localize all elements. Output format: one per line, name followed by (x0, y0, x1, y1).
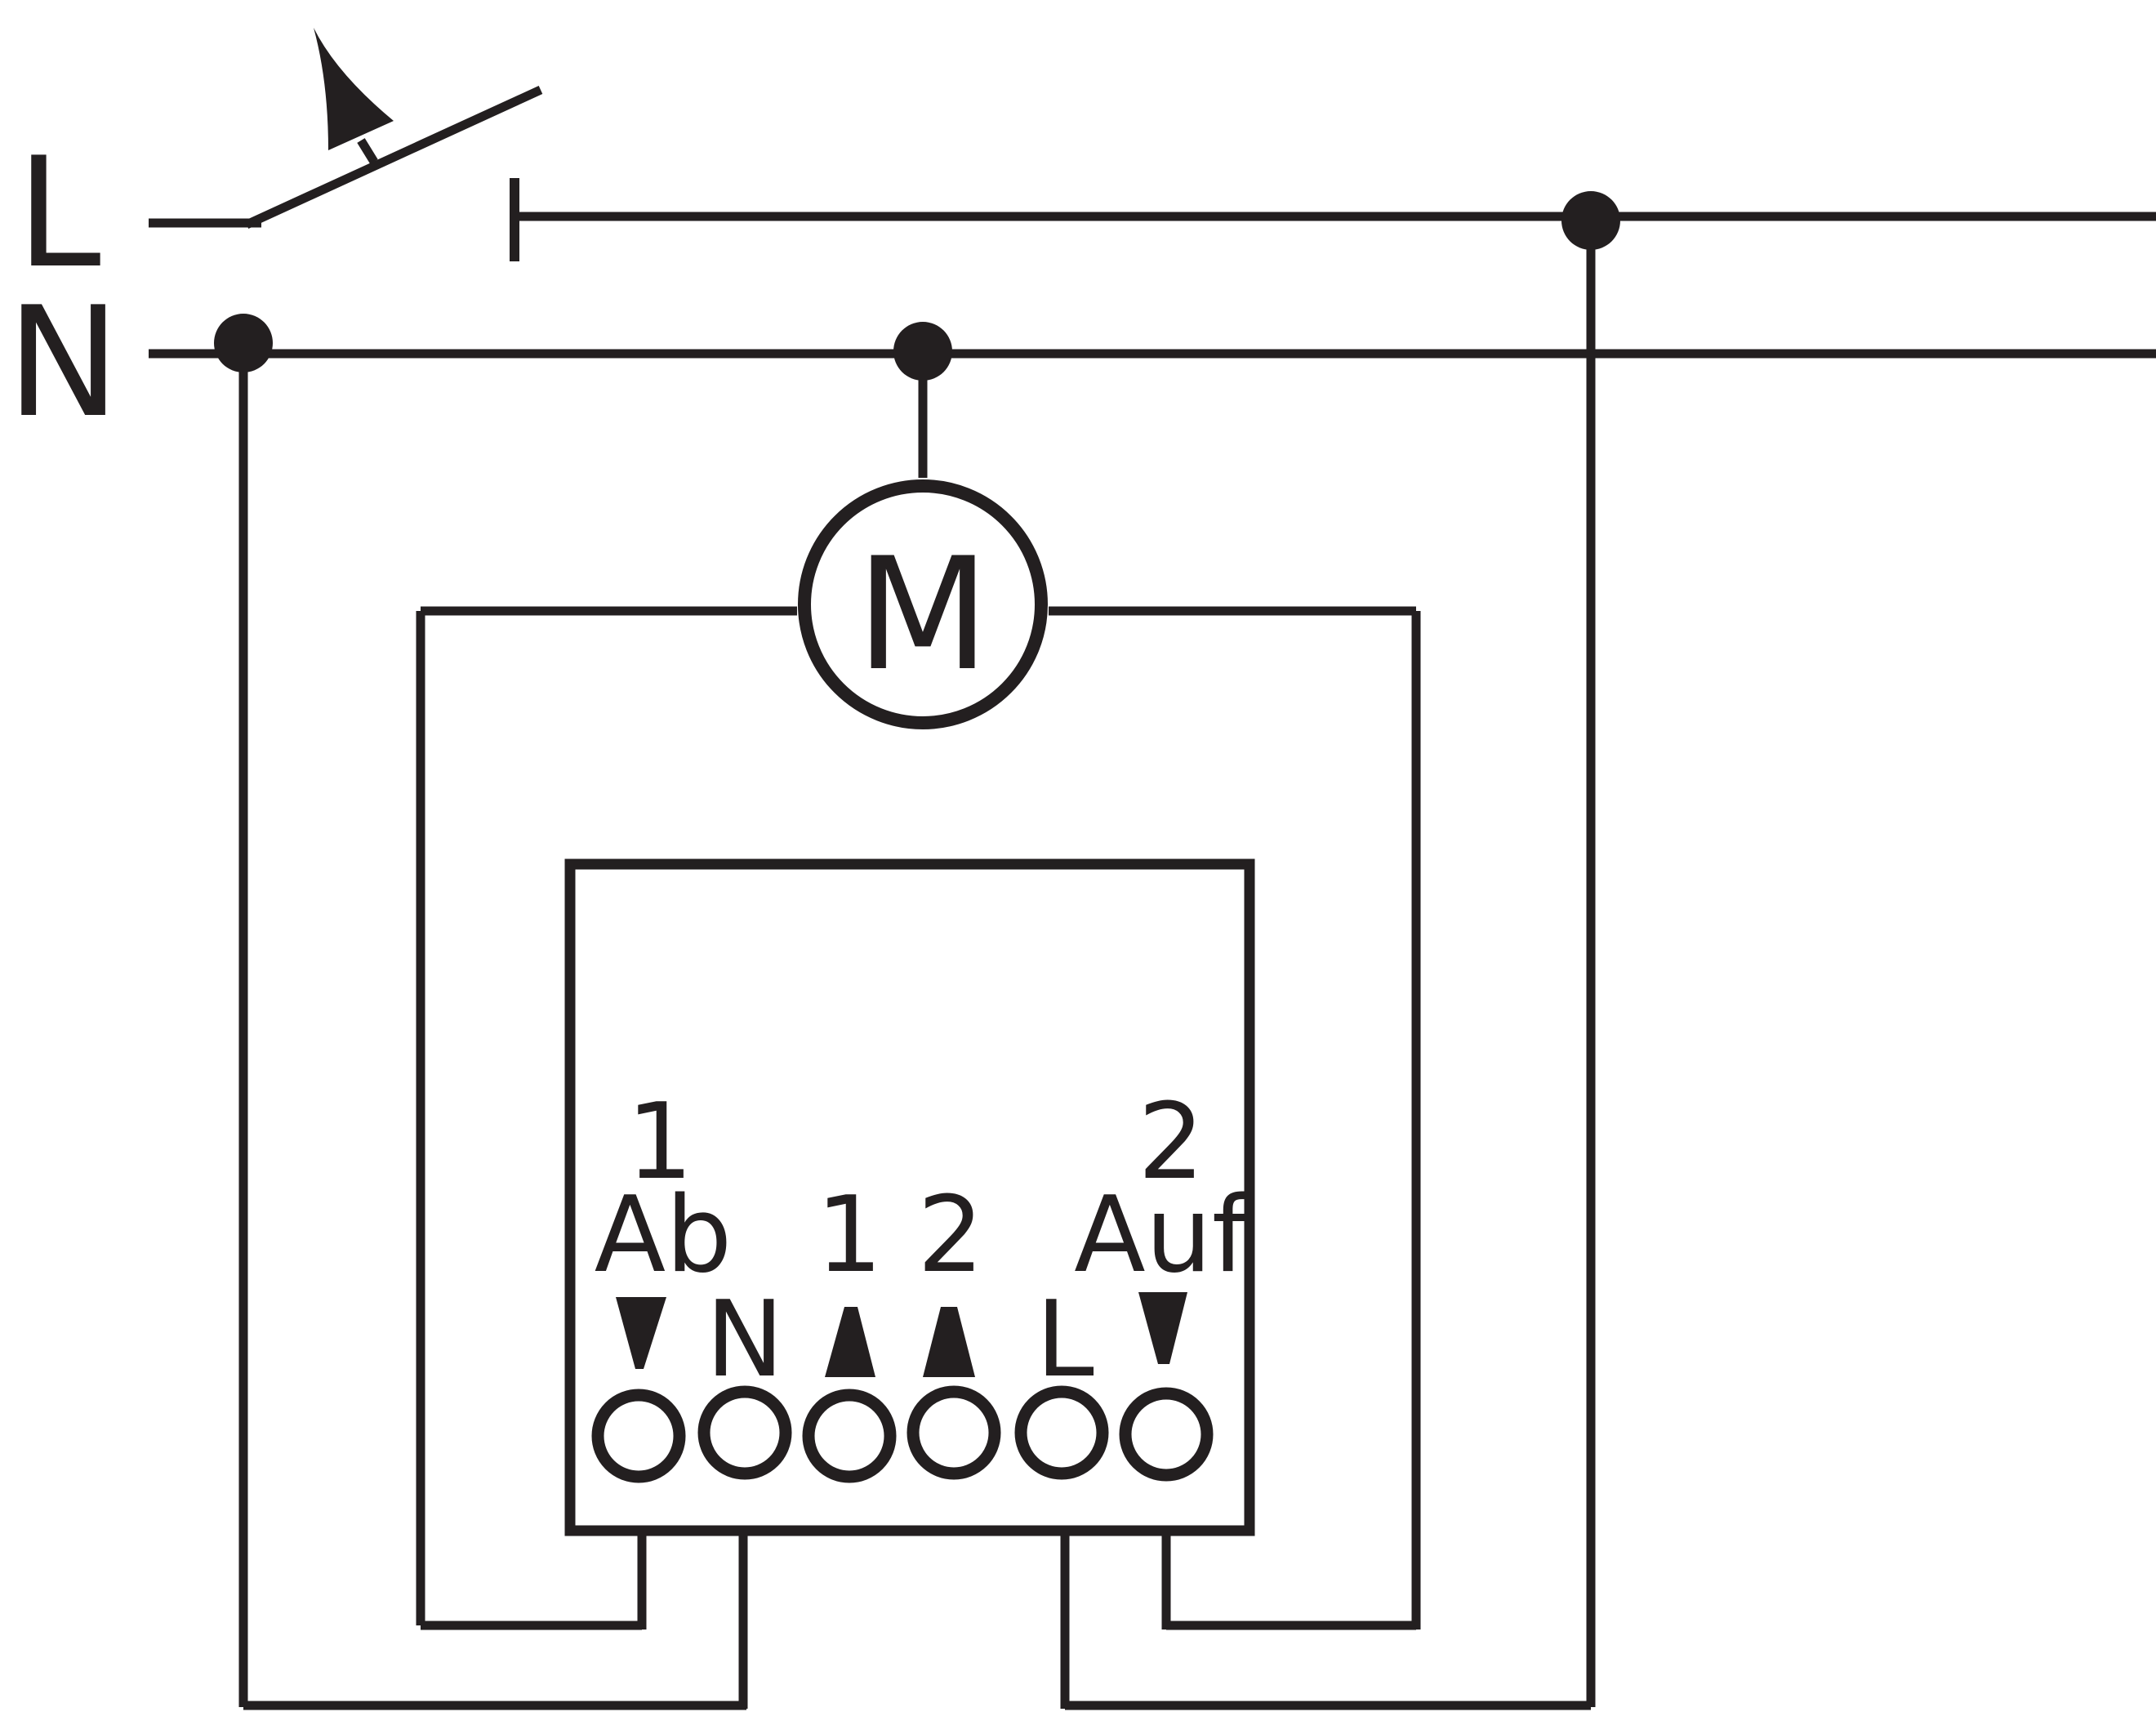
motor-label: M (856, 524, 990, 705)
terminal-n-label: N (706, 1279, 784, 1401)
terminal-ab (591, 1389, 686, 1483)
neutral-junction-motor (893, 322, 952, 381)
switch-actuator-icon (314, 28, 394, 150)
ab-down-arrow-icon (616, 1297, 666, 1369)
terminal-auf (1119, 1387, 1214, 1482)
ab-text-label: Ab (595, 1175, 733, 1296)
terminal-n (697, 1385, 792, 1480)
terminal-l-label: L (1036, 1279, 1094, 1401)
ab-number-label: 1 (626, 1081, 693, 1203)
terminal-2 (906, 1385, 1001, 1480)
control-device-box (564, 858, 1255, 1536)
switch-actuator-stem (357, 138, 378, 164)
auf-number-label: 2 (1138, 1081, 1204, 1203)
terminal-l (1014, 1385, 1109, 1480)
terminal-2-up-arrow-icon (923, 1307, 975, 1377)
neutral-label: N (7, 274, 120, 451)
terminal-1 (802, 1389, 897, 1483)
terminal-1-up-arrow-icon (825, 1307, 875, 1377)
auf-text-label: Auf (1074, 1175, 1251, 1296)
switch-contact-arm (244, 86, 543, 229)
motor-symbol (798, 479, 1048, 729)
line-junction-right (1561, 191, 1620, 250)
terminal-2-label: 2 (917, 1175, 983, 1296)
terminal-1-label: 1 (816, 1175, 882, 1296)
neutral-junction-left (214, 314, 273, 372)
line-label: L (16, 124, 101, 301)
auf-down-arrow-icon (1138, 1292, 1187, 1364)
